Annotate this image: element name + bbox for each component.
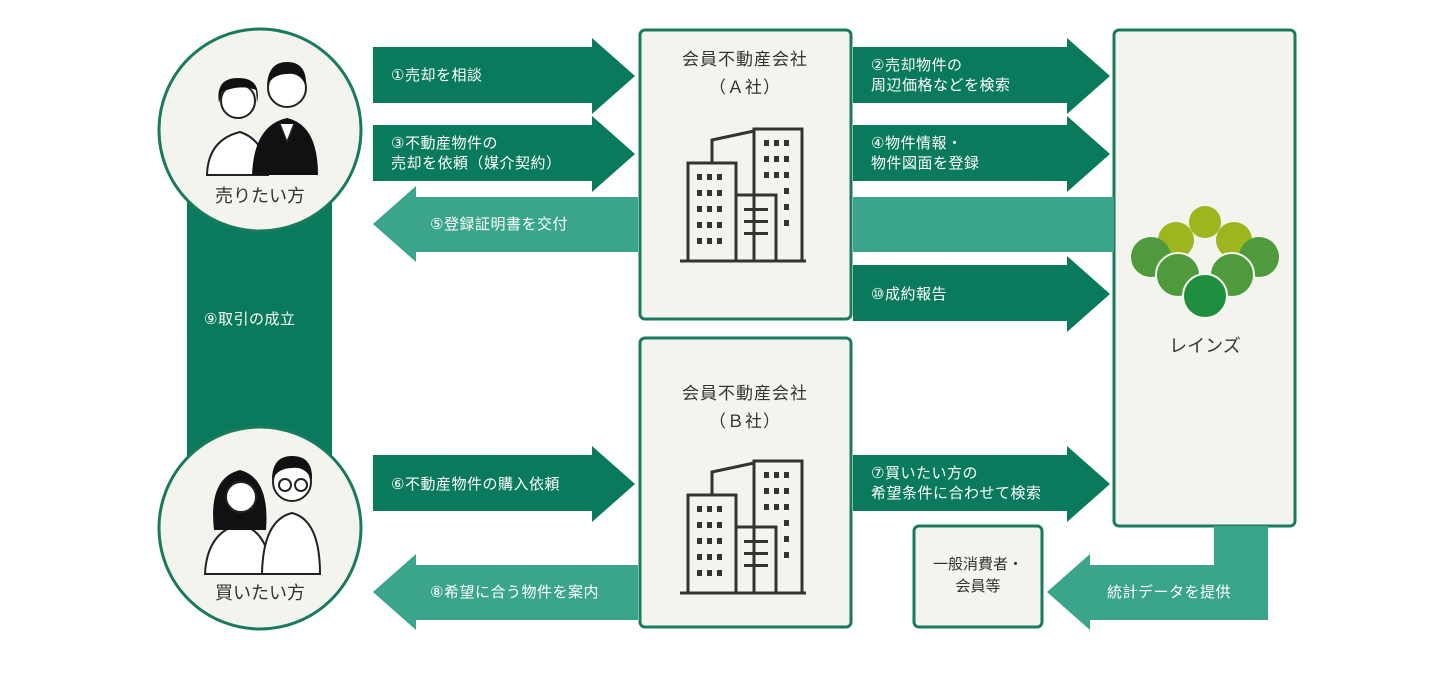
- stats-arrow: [1047, 554, 1268, 630]
- arrow-f7: [853, 446, 1110, 522]
- arrow-f3: [373, 116, 635, 192]
- flow-label-3: ③不動産物件の 売却を依頼（媒介契約）: [391, 134, 562, 172]
- consumers-box: [912, 524, 1044, 629]
- arrow-f8: [373, 554, 638, 630]
- stats-label: 統計データを提供: [1107, 583, 1232, 601]
- seller-circle: [157, 27, 363, 233]
- stats-arrow-stem: [1214, 526, 1268, 565]
- company-b-box: [638, 336, 853, 629]
- arrow-f4: [853, 116, 1110, 192]
- arrow-f6: [373, 446, 635, 522]
- company-a-title: 会員不動産会社 （Ａ社）: [682, 50, 808, 98]
- building-icon: [680, 459, 806, 595]
- company-a-box: [638, 28, 853, 321]
- flow-label-1: ①売却を相談: [391, 66, 483, 84]
- arrow-f2: [853, 38, 1110, 114]
- seller-couple-icon: [205, 62, 318, 176]
- reins-logo-icon: [1131, 206, 1279, 319]
- flow-label-9: ⑨取引の成立: [204, 310, 296, 328]
- flow-label-8: ⑧希望に合う物件を案内: [430, 583, 599, 601]
- building-icon: [680, 127, 806, 263]
- flow-label-2: ②売却物件の 周辺価格などを検索: [871, 56, 1011, 94]
- arrow-f5-extension: [853, 197, 1114, 252]
- arrow-f5: [373, 186, 638, 262]
- flow-label-5: ⑤登録証明書を交付: [430, 215, 568, 233]
- buyer-label: 買いたい方: [215, 583, 305, 604]
- arrow-f1: [373, 38, 635, 114]
- flow-label-7: ⑦買いたい方の 希望条件に合わせて検索: [871, 464, 1042, 502]
- flow-label-4: ④物件情報・ 物件図面を登録: [871, 134, 980, 172]
- reins-label: レインズ: [1169, 336, 1241, 357]
- company-b-title: 会員不動産会社 （Ｂ社）: [682, 384, 808, 432]
- seller-label: 売りたい方: [215, 186, 305, 207]
- flow-label-10: ⑩成約報告: [871, 285, 947, 303]
- consumers-label: 一般消費者・ 会員等: [932, 555, 1023, 595]
- buyer-couple-icon: [203, 456, 322, 575]
- flow-label-6: ⑥不動産物件の購入依頼: [391, 475, 560, 493]
- arrow-f10: [853, 256, 1110, 332]
